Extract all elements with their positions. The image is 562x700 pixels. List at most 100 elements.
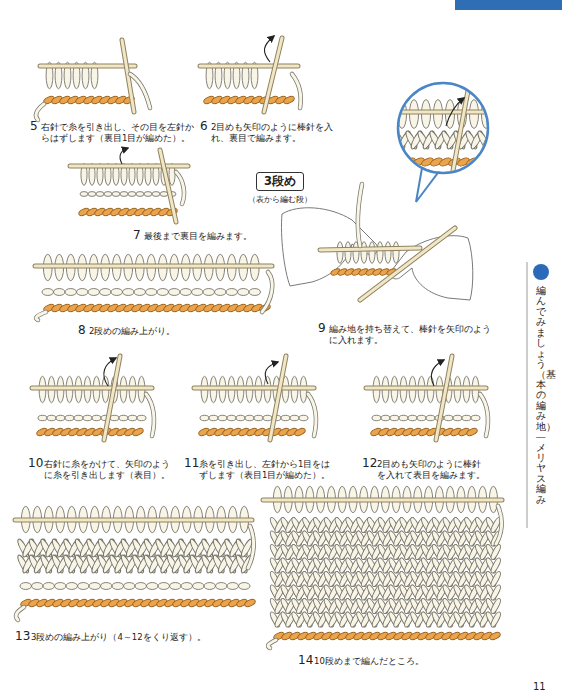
purl-bump: [38, 415, 47, 420]
step-number: 8: [78, 324, 86, 337]
purl-bump: [89, 583, 101, 590]
purl-bump: [83, 415, 92, 420]
stitch-loop: [337, 242, 343, 264]
yarn-strand: [292, 74, 301, 108]
purl-bump: [144, 192, 152, 197]
knitting-needle: [40, 66, 135, 67]
purl-bump: [134, 289, 146, 296]
chain-link: [466, 427, 479, 437]
purl-bump: [124, 583, 136, 590]
stitch-loop: [377, 242, 383, 264]
chain-link: [483, 156, 497, 167]
direction-arrow: [120, 148, 128, 164]
stitch-loop: [385, 242, 391, 264]
knitting-needle: [270, 356, 286, 440]
purl-bump: [254, 415, 263, 420]
purl-bump: [218, 415, 227, 420]
magnifier: [399, 84, 487, 202]
purl-bump: [157, 289, 169, 296]
step-number: 9: [318, 322, 326, 335]
purl-bump: [77, 289, 89, 296]
step-caption: 10段めまで編んだところ。: [314, 656, 484, 667]
purl-bump: [65, 415, 74, 420]
purl-bump: [216, 583, 228, 590]
purl-bump: [20, 583, 32, 590]
yarn-strand: [176, 172, 184, 204]
purl-bump: [112, 583, 124, 590]
purl-bump: [226, 289, 238, 296]
cast-on-chain: [43, 95, 136, 105]
stockinette-fabric: [16, 538, 254, 574]
purl-row: [372, 415, 480, 420]
purl-bump: [111, 289, 123, 296]
knitting-needle: [15, 520, 252, 521]
knitting-needle: [200, 66, 298, 67]
purl-bump: [78, 583, 90, 590]
chain-link: [294, 427, 307, 437]
purl-bump: [135, 583, 147, 590]
cast-on-chain: [43, 303, 272, 313]
purl-bump: [169, 289, 181, 296]
direction-arrow: [446, 98, 464, 126]
purl-row: [38, 415, 146, 420]
purl-bump: [56, 415, 65, 420]
purl-bump: [128, 415, 137, 420]
magnifier-ground: [399, 84, 487, 172]
chain-link: [489, 631, 502, 641]
knit-leg: [489, 611, 502, 628]
yarn-strand: [308, 394, 316, 436]
section-heading: 3段め: [256, 172, 304, 191]
purl-bump: [399, 415, 408, 420]
step-number: 12: [362, 457, 377, 470]
knitting-needle: [452, 80, 470, 176]
purl-bump: [146, 289, 158, 296]
yarn-strand: [262, 272, 272, 312]
purl-bump: [209, 415, 218, 420]
magnified-view: [392, 80, 507, 176]
yarn-strand: [36, 104, 44, 120]
purl-bump: [120, 192, 128, 197]
purl-bump: [160, 192, 168, 197]
section-box: 3段め （表から編む段）: [232, 170, 328, 205]
cast-on-chain: [36, 427, 145, 437]
purl-bump: [462, 415, 471, 420]
purl-bump: [281, 415, 290, 420]
purl-bump: [249, 289, 261, 296]
knitting-needle: [263, 500, 502, 501]
purl-bump: [238, 289, 250, 296]
purl-bump: [453, 415, 462, 420]
purl-row: [20, 583, 250, 590]
purl-bump: [390, 415, 399, 420]
step-caption: 2目めも矢印のように棒針を入れ、裏目で編みます。: [211, 122, 335, 145]
purl-bump: [112, 192, 120, 197]
purl-row: [42, 289, 261, 296]
purl-bump: [417, 415, 426, 420]
purl-bump: [100, 289, 112, 296]
purl-bump: [204, 583, 216, 590]
step-number: 5: [30, 120, 38, 133]
purl-bump: [32, 583, 44, 590]
purl-bump: [54, 289, 66, 296]
step-number: 14: [298, 654, 313, 667]
step-caption: 糸を引き出し、左針から1目をはずします（表目1目が編めた）。: [199, 459, 333, 482]
purl-bump: [123, 289, 135, 296]
purl-bump: [193, 583, 205, 590]
knitting-needle: [194, 388, 314, 389]
purl-bump: [101, 583, 113, 590]
purl-row: [200, 415, 308, 420]
yarn-strand: [146, 394, 154, 436]
purl-bump: [181, 583, 193, 590]
knitting-needle: [70, 166, 188, 167]
purl-bump: [471, 415, 480, 420]
purl-bump: [137, 415, 146, 420]
stitch-loop: [393, 242, 399, 264]
purl-bump: [96, 192, 104, 197]
purl-bump: [92, 415, 101, 420]
purl-bump: [152, 192, 160, 197]
yarn-strand: [16, 607, 24, 620]
purl-bump: [203, 289, 215, 296]
purl-bump: [227, 583, 239, 590]
section-subheading: （表から編む段）: [232, 194, 328, 205]
purl-bump: [66, 583, 78, 590]
